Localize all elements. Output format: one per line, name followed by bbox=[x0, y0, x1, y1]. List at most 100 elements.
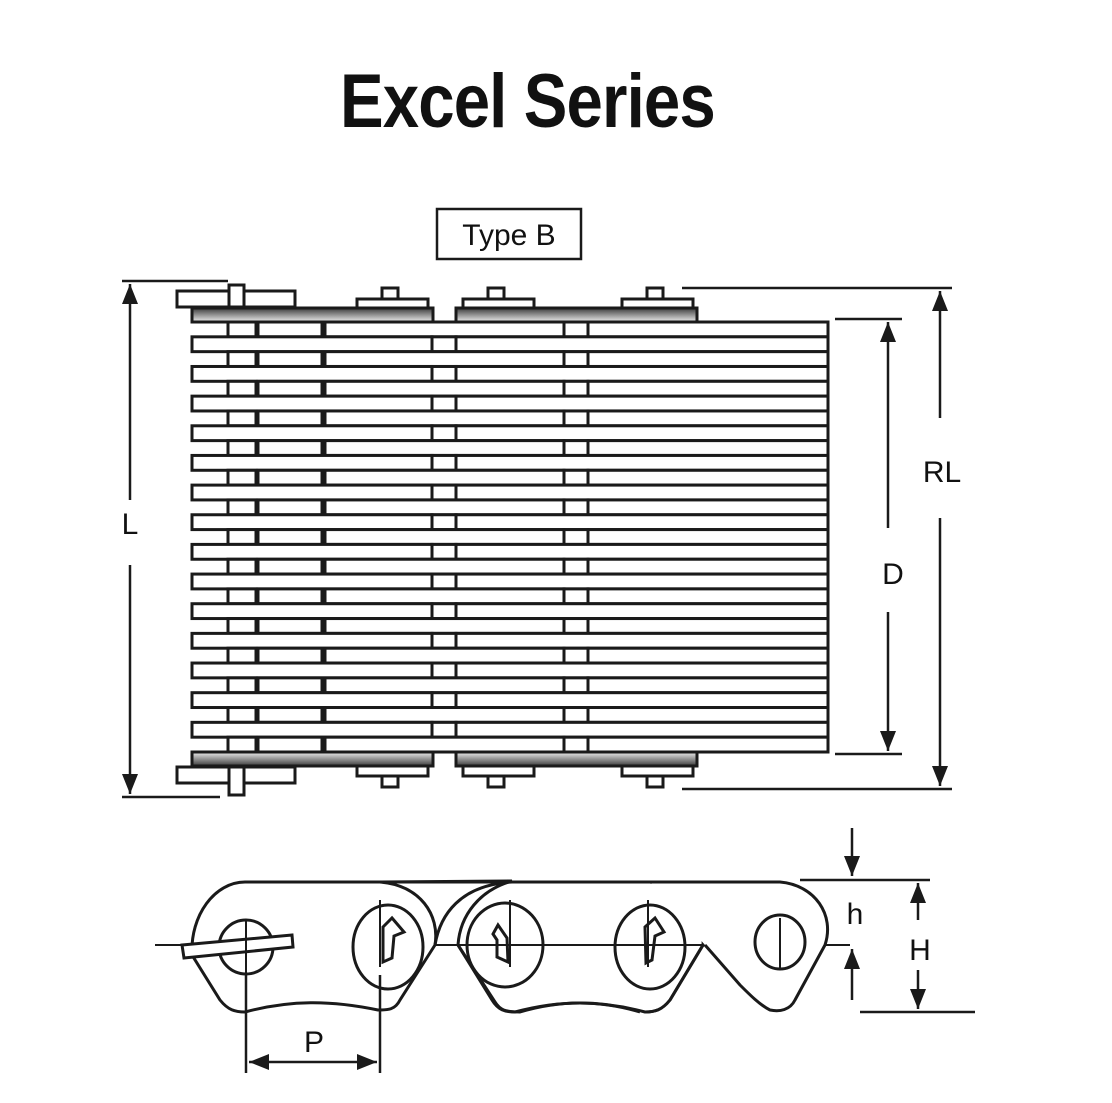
link-plate bbox=[454, 602, 830, 621]
outer-plates bbox=[175, 283, 699, 797]
link-plate bbox=[323, 557, 566, 576]
link-plate bbox=[323, 409, 566, 428]
link-plate bbox=[226, 528, 258, 546]
link-plate bbox=[430, 572, 458, 591]
link-plate bbox=[430, 661, 458, 680]
link-plate bbox=[586, 379, 830, 398]
link-plate bbox=[256, 379, 324, 398]
link-plate bbox=[562, 498, 590, 517]
link-plate bbox=[323, 320, 566, 339]
link-plate bbox=[190, 394, 434, 413]
link-plate bbox=[226, 439, 258, 457]
link-plate bbox=[256, 528, 324, 546]
link-plate bbox=[256, 617, 324, 635]
link-plate bbox=[323, 468, 566, 487]
type-label-box: Type B bbox=[435, 207, 583, 261]
link-plate bbox=[256, 676, 324, 695]
link-plate bbox=[226, 706, 258, 724]
link-plate bbox=[190, 691, 434, 710]
link-plate bbox=[190, 513, 434, 532]
link-plate bbox=[562, 676, 590, 695]
dimension-RL-label: RL bbox=[923, 456, 961, 489]
link-plate bbox=[323, 439, 566, 457]
link-plate bbox=[226, 735, 258, 754]
type-label: Type B bbox=[462, 219, 555, 252]
link-plate bbox=[190, 572, 434, 591]
link-plate bbox=[454, 542, 830, 561]
link-plate bbox=[256, 409, 324, 428]
link-plate bbox=[190, 424, 434, 443]
link-plate bbox=[430, 364, 458, 383]
link-plate bbox=[586, 320, 830, 339]
link-plate bbox=[190, 542, 434, 561]
link-plate bbox=[454, 364, 830, 383]
link-plate bbox=[323, 646, 566, 665]
link-plate bbox=[454, 513, 830, 532]
dimension-D-label: D bbox=[882, 558, 904, 591]
link-plate bbox=[562, 379, 590, 398]
outer-plate-bottom-right bbox=[454, 750, 699, 768]
link-plate bbox=[562, 587, 590, 606]
outer-plate-bottom-left bbox=[190, 750, 435, 768]
dimension-lines-top bbox=[122, 279, 952, 799]
link-plate bbox=[226, 320, 258, 339]
link-plate bbox=[430, 631, 458, 650]
link-plate bbox=[586, 409, 830, 428]
link-plate bbox=[586, 617, 830, 635]
link-plate bbox=[430, 513, 458, 532]
side-view-chain bbox=[155, 879, 850, 1014]
link-plate bbox=[562, 706, 590, 724]
link-plate bbox=[586, 706, 830, 724]
link-plate bbox=[562, 409, 590, 428]
link-plate bbox=[226, 587, 258, 606]
link-plate bbox=[562, 320, 590, 339]
link-plate bbox=[454, 424, 830, 443]
link-plate bbox=[256, 706, 324, 724]
link-plate bbox=[562, 439, 590, 457]
link-plate bbox=[586, 557, 830, 576]
link-plate bbox=[256, 735, 324, 754]
link-plate bbox=[226, 498, 258, 517]
link-plate bbox=[430, 602, 458, 621]
dimension-lines-side bbox=[244, 828, 975, 1073]
link-plate bbox=[586, 498, 830, 517]
link-plate bbox=[226, 468, 258, 487]
link-plate bbox=[454, 335, 830, 354]
link-plate bbox=[586, 468, 830, 487]
link-plate bbox=[454, 483, 830, 502]
dimension-h-label: h bbox=[847, 898, 864, 931]
link-plate bbox=[190, 364, 434, 383]
diagram-title: Excel Series bbox=[339, 59, 716, 144]
link-plate bbox=[323, 735, 566, 754]
link-plate bbox=[256, 468, 324, 487]
pin-bottom bbox=[227, 765, 246, 797]
link-plate bbox=[454, 631, 830, 650]
link-plate bbox=[323, 706, 566, 724]
link-plate bbox=[586, 676, 830, 695]
link-plate bbox=[430, 720, 458, 739]
dimension-H-label: H bbox=[909, 934, 931, 967]
dimension-L-label: L bbox=[122, 508, 139, 541]
link-plate bbox=[323, 528, 566, 546]
link-plate bbox=[562, 735, 590, 754]
link-plate bbox=[256, 498, 324, 517]
link-plate bbox=[454, 394, 830, 413]
link-plate bbox=[256, 587, 324, 606]
link-plate bbox=[226, 646, 258, 665]
link-plate bbox=[586, 646, 830, 665]
link-plate bbox=[430, 542, 458, 561]
link-plate bbox=[256, 320, 324, 339]
link-plate bbox=[256, 557, 324, 576]
link-plate bbox=[562, 350, 590, 368]
outer-plate-top-left bbox=[190, 306, 435, 324]
link-plate bbox=[256, 439, 324, 457]
link-plate bbox=[226, 409, 258, 428]
link-plate bbox=[226, 676, 258, 695]
outer-plate-top-right bbox=[454, 306, 699, 324]
link-plate bbox=[323, 379, 566, 398]
link-plate bbox=[256, 646, 324, 665]
link-plate bbox=[562, 617, 590, 635]
link-plate bbox=[256, 350, 324, 368]
link-plate bbox=[190, 483, 434, 502]
